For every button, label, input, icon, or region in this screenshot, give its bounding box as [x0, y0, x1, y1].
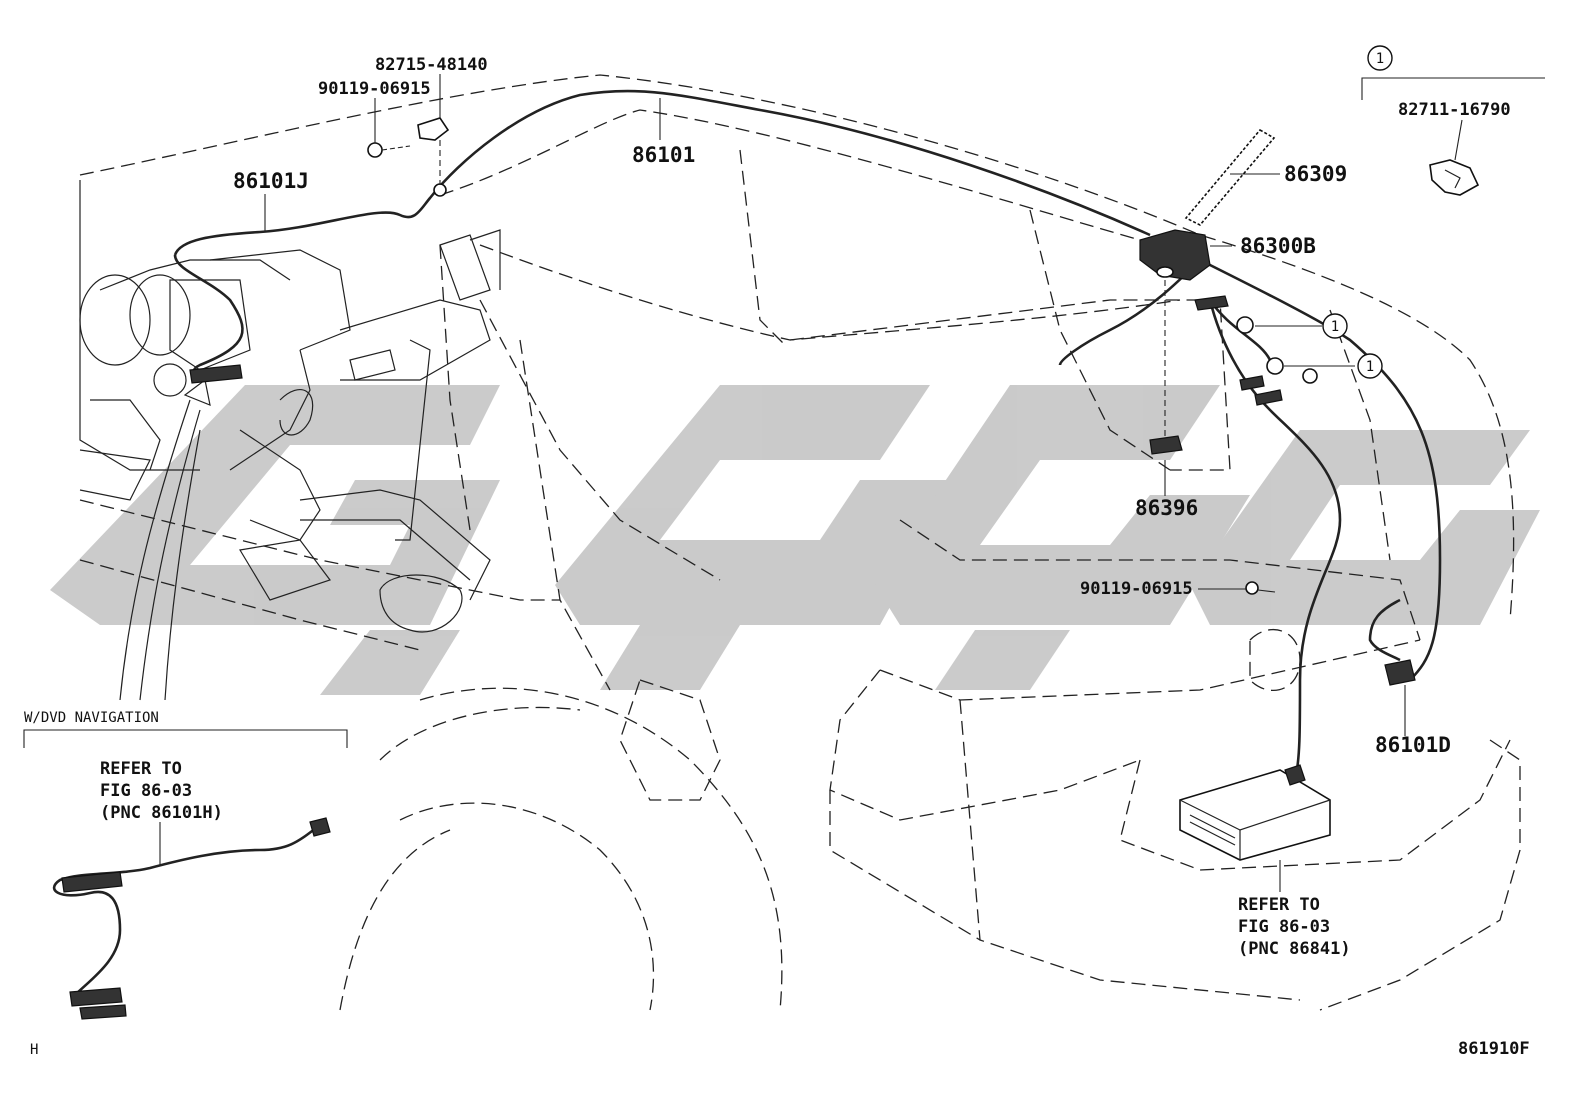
svg-text:1: 1 [1331, 319, 1339, 335]
part-plugs [189, 295, 1318, 406]
svg-text:1: 1 [1376, 51, 1384, 67]
part-82711-clip [1429, 159, 1480, 196]
dvd-navigation-inset: W/DVD NAVIGATION REFER TO FIG 86-03 (PNC… [23, 710, 348, 1020]
label-86101j: 86101J [233, 169, 309, 193]
part-90119-top-bolt [367, 142, 411, 158]
part-86101d-connector [1384, 659, 1416, 686]
label-90119-06915-top: 90119-06915 [318, 79, 431, 99]
part-90119-mid-bolt [1245, 581, 1276, 595]
label-90119-06915-mid: 90119-06915 [1080, 579, 1193, 599]
vehicle-outline [79, 74, 1521, 1011]
svg-text:1: 1 [1366, 359, 1374, 375]
dvd-inset-title: W/DVD NAVIGATION [24, 710, 159, 726]
footer-left: H [30, 1042, 38, 1058]
footer-figure-id: 861910F [1458, 1039, 1530, 1059]
part-86309-rod-antenna [1184, 128, 1276, 226]
label-86396: 86396 [1135, 496, 1198, 520]
circle-marker-1b: 1 [1357, 353, 1383, 379]
leader-lines [264, 74, 1545, 892]
part-86396-pad [1149, 280, 1183, 455]
watermark-logo [50, 385, 1540, 695]
part-receiver-unit [1179, 764, 1331, 861]
dashboard-interior [79, 180, 501, 701]
label-86101: 86101 [632, 143, 695, 167]
label-86309: 86309 [1284, 162, 1347, 186]
svg-text:FIG 86-03: FIG 86-03 [1238, 917, 1330, 937]
part-82715-clamp [417, 117, 450, 197]
refer-block-right: REFER TO FIG 86-03 (PNC 86841) [1238, 895, 1351, 959]
inset-marker-1: 1 [1367, 45, 1393, 71]
circle-marker-1a: 1 [1322, 313, 1348, 339]
svg-text:FIG 86-03: FIG 86-03 [100, 781, 192, 801]
label-82711-16790: 82711-16790 [1398, 100, 1511, 120]
part-86300b-antenna-base [1139, 229, 1211, 281]
svg-text:(PNC 86841): (PNC 86841) [1238, 939, 1351, 959]
label-86101d: 86101D [1375, 733, 1451, 757]
label-82715-48140: 82715-48140 [375, 55, 488, 75]
svg-text:(PNC 86101H): (PNC 86101H) [100, 803, 223, 823]
svg-text:REFER TO: REFER TO [100, 759, 182, 779]
label-86300b: 86300B [1240, 234, 1316, 258]
svg-text:REFER TO: REFER TO [1238, 895, 1320, 915]
